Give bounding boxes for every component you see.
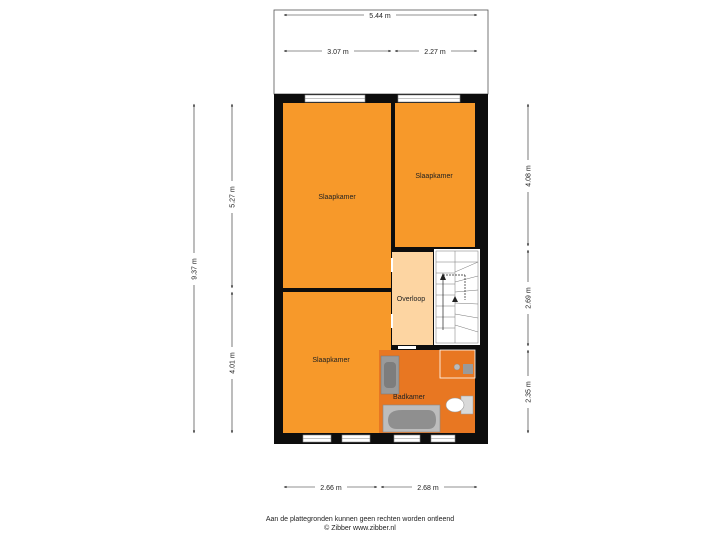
room-bedroom-2[interactable] [395, 103, 475, 247]
svg-text:4.08 m: 4.08 m [526, 165, 533, 187]
dim-left-upper: 5.27 m [228, 103, 237, 289]
svg-text:5.27 m: 5.27 m [230, 186, 237, 208]
label-landing: Overloop [397, 296, 426, 303]
dim-left-total: 9.37 m [190, 103, 199, 434]
footer-copyright: © Zibber www.zibber.nl [324, 525, 396, 532]
sink-icon [380, 355, 400, 395]
dim-top-left: 3.07 m [283, 47, 392, 56]
dim-bottom-right: 2.68 m [380, 483, 478, 492]
room-bedroom-3[interactable] [283, 292, 391, 433]
balcony-outline [273, 9, 489, 95]
stairwell [434, 249, 480, 345]
svg-text:2.66 m: 2.66 m [320, 485, 342, 492]
door-openings [391, 258, 416, 349]
svg-text:2.35 m: 2.35 m [526, 381, 533, 403]
bathtub-icon [382, 404, 441, 433]
svg-text:3.07 m: 3.07 m [327, 49, 349, 56]
dim-bottom-left: 2.66 m [283, 483, 378, 492]
svg-text:4.01 m: 4.01 m [230, 352, 237, 374]
svg-text:2.27 m: 2.27 m [424, 49, 446, 56]
dim-left-lower: 4.01 m [228, 291, 237, 434]
footer-disclaimer: Aan de plattegronden kunnen geen rechten… [265, 516, 455, 523]
washbasin-small-icon [453, 363, 473, 374]
room-landing[interactable] [392, 252, 433, 345]
dim-right-lower: 2.35 m [524, 349, 533, 434]
toilet-icon [445, 395, 474, 415]
stairs [435, 250, 479, 344]
svg-text:2.68 m: 2.68 m [417, 485, 439, 492]
label-bedroom-2: Slaapkamer [415, 173, 453, 180]
windows-top [304, 94, 461, 103]
svg-text:2.69 m: 2.69 m [526, 287, 533, 309]
dim-top-total: 5.44 m [283, 11, 478, 20]
dim-right-middle: 2.69 m [524, 249, 533, 347]
label-bathroom: Badkamer [393, 394, 426, 401]
windows-bottom [302, 434, 456, 443]
svg-text:5.44 m: 5.44 m [369, 13, 391, 20]
svg-text:9.37 m: 9.37 m [192, 258, 199, 280]
label-bedroom-1: Slaapkamer [318, 194, 356, 201]
dim-top-right: 2.27 m [394, 47, 478, 56]
room-bedroom-1[interactable] [283, 103, 391, 288]
label-bedroom-3: Slaapkamer [312, 357, 350, 364]
dim-right-upper: 4.08 m [524, 103, 533, 247]
